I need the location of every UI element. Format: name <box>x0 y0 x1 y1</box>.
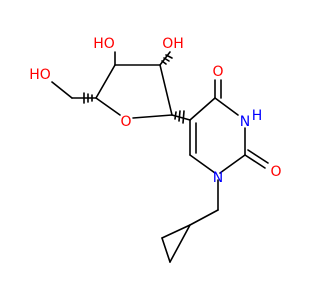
bond-c6-n1 <box>189 154 216 174</box>
carbonyl-o-top-label: O <box>212 64 223 80</box>
h-on-n-label: H <box>252 108 263 124</box>
hash-c4-1 <box>161 60 167 65</box>
bond-n3-c4u <box>214 97 239 116</box>
ring-o-label: O <box>120 114 131 130</box>
bond-ch2-cp <box>189 209 219 226</box>
bond-c2-ring-o <box>95 97 121 116</box>
oh-right-label: OH <box>162 36 184 52</box>
structure-diagram: HO OH HO O O O N H N <box>29 36 282 263</box>
hash-c4-3 <box>165 54 173 59</box>
carbonyl-o-right-label: O <box>270 164 281 180</box>
bond-cp-3 <box>161 237 171 263</box>
hash-c1-1 <box>174 111 177 120</box>
n-bottom-label: N <box>213 170 223 186</box>
bond-c1-ring-o <box>132 114 173 119</box>
bond-c3-c2 <box>95 64 116 99</box>
molecule-svg: HO OH HO O O O N H N <box>29 36 282 263</box>
oh-top-label: HO <box>93 36 115 52</box>
n-h-label: N <box>240 114 250 130</box>
bond-cp-1 <box>161 224 191 239</box>
bond-n1-c2u <box>219 154 246 174</box>
hash-c4-2 <box>163 57 170 62</box>
bond-ch2-oh <box>51 81 73 99</box>
oh-left-label: HO <box>29 67 51 83</box>
bond-c2u-o-double <box>247 149 269 164</box>
hash-c1-3 <box>182 110 185 124</box>
hash-c1-2 <box>178 110 181 122</box>
bond-c4-c1 <box>159 64 173 116</box>
bond-c2u-o <box>244 154 266 169</box>
bond-c5-c4u <box>189 97 216 121</box>
bond-cp-2 <box>169 224 191 263</box>
